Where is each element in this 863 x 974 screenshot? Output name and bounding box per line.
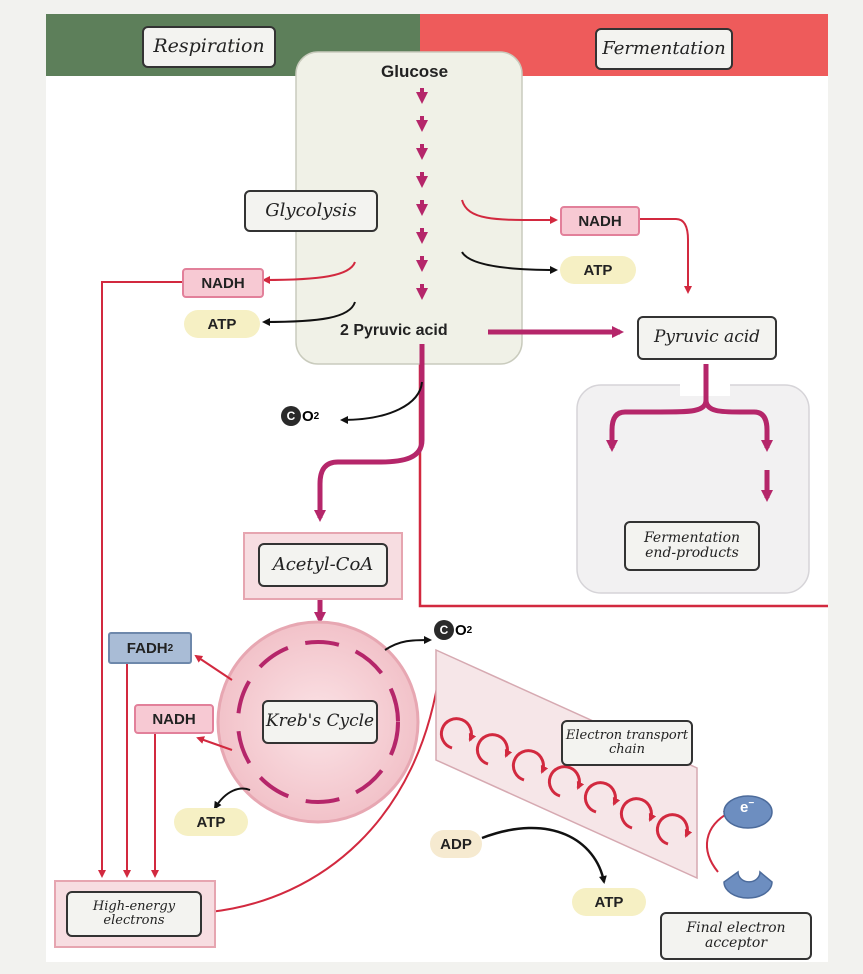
co2-oxygen: O — [455, 621, 467, 639]
pyruvic-acid-label: 2 Pyruvic acid — [340, 322, 448, 339]
electron-label: e− — [740, 798, 754, 816]
electron-text: e — [740, 799, 749, 816]
arrow-acceptor-to-electron — [705, 811, 732, 873]
krebs-cycle-label: Kreb's Cycle — [262, 700, 378, 744]
nadh-badge-glycolysis-left: NADH — [182, 268, 264, 298]
atp-badge-krebs: ATP — [174, 808, 248, 836]
arrow-to-nadh-krebs — [196, 736, 233, 751]
atp-badge-glycolysis-left: ATP — [184, 310, 260, 338]
arrow-to-atp-left — [262, 301, 356, 326]
fermentation-label: Fermentation — [595, 28, 733, 70]
adp-badge: ADP — [430, 830, 482, 858]
arrow-to-nadh-left — [262, 261, 356, 284]
arrow-to-co2-lower — [384, 636, 432, 651]
krebs-cycle-dashed-ring — [236, 640, 400, 804]
fermentation-end-products-line1: Fermentation — [643, 530, 741, 547]
etc-loops — [439, 717, 693, 846]
arrow-adp-to-atp — [481, 826, 607, 884]
acceptor-blob — [723, 870, 773, 899]
etc-label: Electron transport chain — [561, 720, 693, 766]
pyruvic-acid-fermentation-label: Pyruvic acid — [637, 316, 777, 360]
arrow-electrons-to-etc — [209, 666, 444, 913]
glycolysis-label: Glycolysis — [244, 190, 378, 232]
nadh-badge-krebs: NADH — [134, 704, 214, 734]
arrow-to-fadh — [194, 654, 233, 681]
electron-sup: − — [748, 798, 755, 809]
co2-carbon-icon: C — [434, 620, 454, 640]
co2-oxygen: O — [302, 407, 314, 425]
high-energy-line2: electrons — [103, 913, 165, 928]
fadh-text: FADH — [126, 639, 168, 657]
arrow-nadh-left-to-electrons — [98, 281, 182, 878]
arrow-nadh-to-pyruvic — [640, 218, 692, 294]
co2-carbon-icon: C — [281, 406, 301, 426]
co2-sub: 2 — [313, 410, 320, 422]
arrow-pyruvic-to-acetyl — [314, 344, 425, 522]
final-acceptor-line2: acceptor — [704, 935, 768, 951]
arrow-ferm-branch-right — [703, 399, 773, 452]
fadh-sub: 2 — [167, 642, 174, 654]
atp-badge-glycolysis-right: ATP — [560, 256, 636, 284]
arrow-to-atp-krebs — [213, 787, 251, 810]
co2-sub: 2 — [466, 624, 473, 636]
final-acceptor-line1: Final electron — [686, 920, 786, 937]
arrow-to-atp-right — [461, 251, 558, 274]
fermentation-end-products-label: Fermentation end-products — [624, 521, 760, 571]
arrow-to-co2-upper — [340, 381, 423, 424]
etc-label-line2: chain — [609, 742, 645, 757]
arrow-ferm-branch-left — [606, 364, 709, 452]
final-electron-acceptor-label: Final electron acceptor — [660, 912, 812, 960]
arrow-to-nadh-right — [461, 199, 558, 225]
electron-blob — [723, 795, 773, 829]
nadh-badge-glycolysis-right: NADH — [560, 206, 640, 236]
high-energy-line1: High-energy — [92, 899, 176, 915]
glucose-label: Glucose — [381, 62, 449, 81]
acetyl-coa-label: Acetyl-CoA — [258, 543, 388, 587]
etc-label-line1: Electron transport — [565, 728, 689, 744]
high-energy-electrons-label: High-energy electrons — [66, 891, 202, 937]
fermentation-end-products-line2: end-products — [645, 545, 739, 561]
respiration-label: Respiration — [142, 26, 276, 68]
atp-badge-etc: ATP — [572, 888, 646, 916]
